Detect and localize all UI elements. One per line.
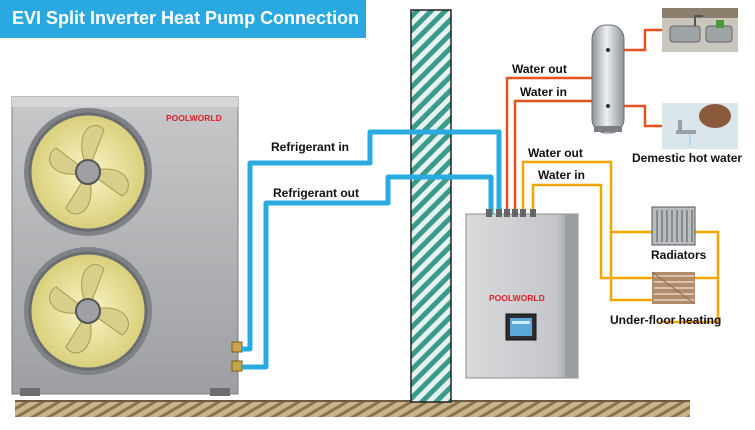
label-tank-water-in: Water in xyxy=(520,85,567,99)
label-refrigerant-in: Refrigerant in xyxy=(271,140,350,154)
heating-water-out-pipe xyxy=(521,160,652,234)
indoor-unit-brand: POOLWORLD xyxy=(489,293,545,303)
indoor-unit xyxy=(465,209,579,379)
domestic-hot-water-pipe-2 xyxy=(618,104,665,128)
title-banner: EVI Split Inverter Heat Pump Connection xyxy=(0,0,366,38)
underfloor-pipe xyxy=(609,280,652,302)
fan-top-icon xyxy=(24,108,152,236)
label-under-floor-heating: Under-floor heating xyxy=(610,313,722,327)
label-refrigerant-out: Refrigerant out xyxy=(273,186,360,200)
ground xyxy=(15,400,690,417)
tank-pipes xyxy=(505,28,665,213)
domestic-hot-water-pipe xyxy=(618,28,665,52)
control-panel-screen-icon xyxy=(505,313,537,341)
refrigerant-out-pipe xyxy=(242,174,494,370)
tank-water-in-pipe xyxy=(513,99,601,213)
wall xyxy=(410,9,452,403)
kitchen-sink-icon xyxy=(662,8,738,52)
underfloor-heating-icon xyxy=(651,271,696,305)
label-heating-water-in: Water in xyxy=(538,168,585,182)
bathroom-tap-icon xyxy=(662,103,738,149)
tank-water-out-pipe xyxy=(505,76,601,213)
fan-bottom-icon xyxy=(24,247,152,375)
outdoor-unit-brand: POOLWORLD xyxy=(166,113,222,123)
hot-water-tank xyxy=(591,24,625,134)
label-radiators: Radiators xyxy=(651,248,707,262)
radiator-icon xyxy=(651,206,696,246)
diagram-title: EVI Split Inverter Heat Pump Connection xyxy=(12,8,360,28)
refrigerant-in-pipe xyxy=(242,129,502,352)
refrigerant-pipes xyxy=(242,129,502,370)
label-domestic-hot-water: Demestic hot water xyxy=(632,151,743,165)
label-tank-water-out: Water out xyxy=(512,62,567,76)
heating-water-in-pipe xyxy=(531,183,652,280)
label-heating-water-out: Water out xyxy=(528,146,583,160)
heating-pipes xyxy=(521,160,720,324)
